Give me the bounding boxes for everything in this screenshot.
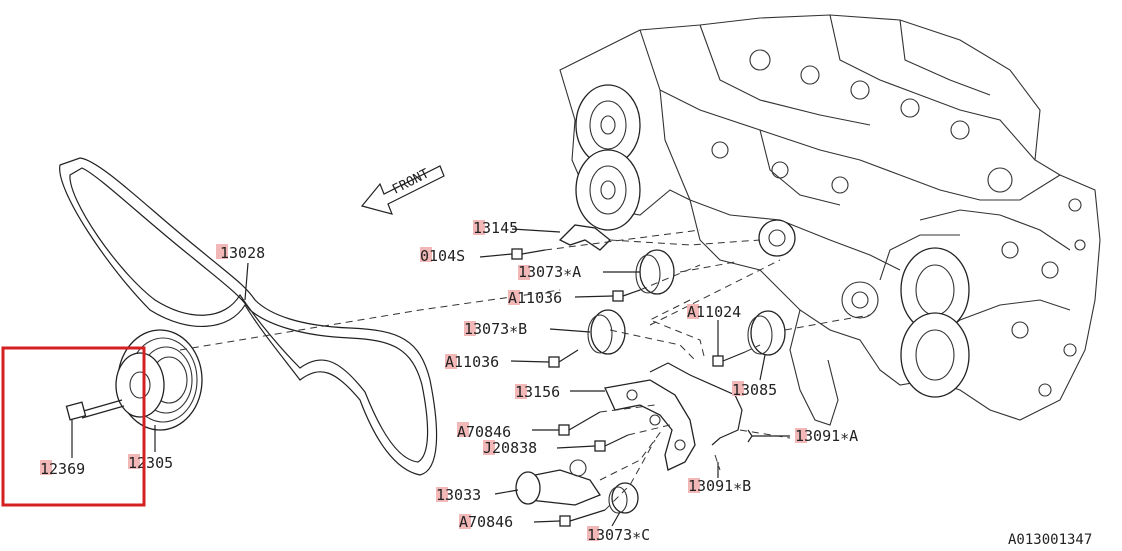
callout-13073b[interactable]: 13073∗B xyxy=(464,320,527,338)
callout-12369[interactable]: 12369 xyxy=(40,460,85,478)
leader-lines xyxy=(71,228,790,527)
callout-labels: 13145 0104S 13073∗A A11036 13073∗B A1103… xyxy=(40,219,858,544)
callout-a11024[interactable]: A11024 xyxy=(687,303,741,321)
callout-a70846-upper[interactable]: A70846 xyxy=(457,423,511,441)
callout-a11036-upper[interactable]: A11036 xyxy=(508,289,562,307)
callout-13073c[interactable]: 13073∗C xyxy=(587,526,650,544)
callout-13085[interactable]: 13085 xyxy=(732,381,777,399)
crank-pulley xyxy=(115,329,203,431)
engine-block xyxy=(559,14,1101,426)
callout-13028[interactable]: 13028 xyxy=(220,244,265,262)
timing-belt xyxy=(59,157,438,476)
callout-13033[interactable]: 13033 xyxy=(436,486,481,504)
belt-cover-plate xyxy=(558,224,611,251)
callout-12305[interactable]: 12305 xyxy=(128,454,173,472)
figure-code: A013001347 xyxy=(1008,532,1092,547)
callout-13073a[interactable]: 13073∗A xyxy=(518,263,581,281)
crank-bolt xyxy=(65,399,125,421)
callout-0104s[interactable]: 0104S xyxy=(420,247,465,265)
callout-a11036-lower[interactable]: A11036 xyxy=(445,353,499,371)
selection-box xyxy=(1,346,146,507)
callout-13091b[interactable]: 13091∗B xyxy=(688,477,751,495)
callout-13145[interactable]: 13145 xyxy=(473,219,518,237)
idler-pulleys xyxy=(515,249,786,514)
callout-13156[interactable]: 13156 xyxy=(515,383,560,401)
callout-j20838[interactable]: J20838 xyxy=(483,439,537,457)
callout-13091a[interactable]: 13091∗A xyxy=(795,427,858,445)
cam-sprockets xyxy=(575,84,970,398)
tensioner-bracket xyxy=(604,362,743,471)
front-direction-arrow: FRONT xyxy=(360,165,445,215)
callout-a70846-lower[interactable]: A70846 xyxy=(459,513,513,531)
